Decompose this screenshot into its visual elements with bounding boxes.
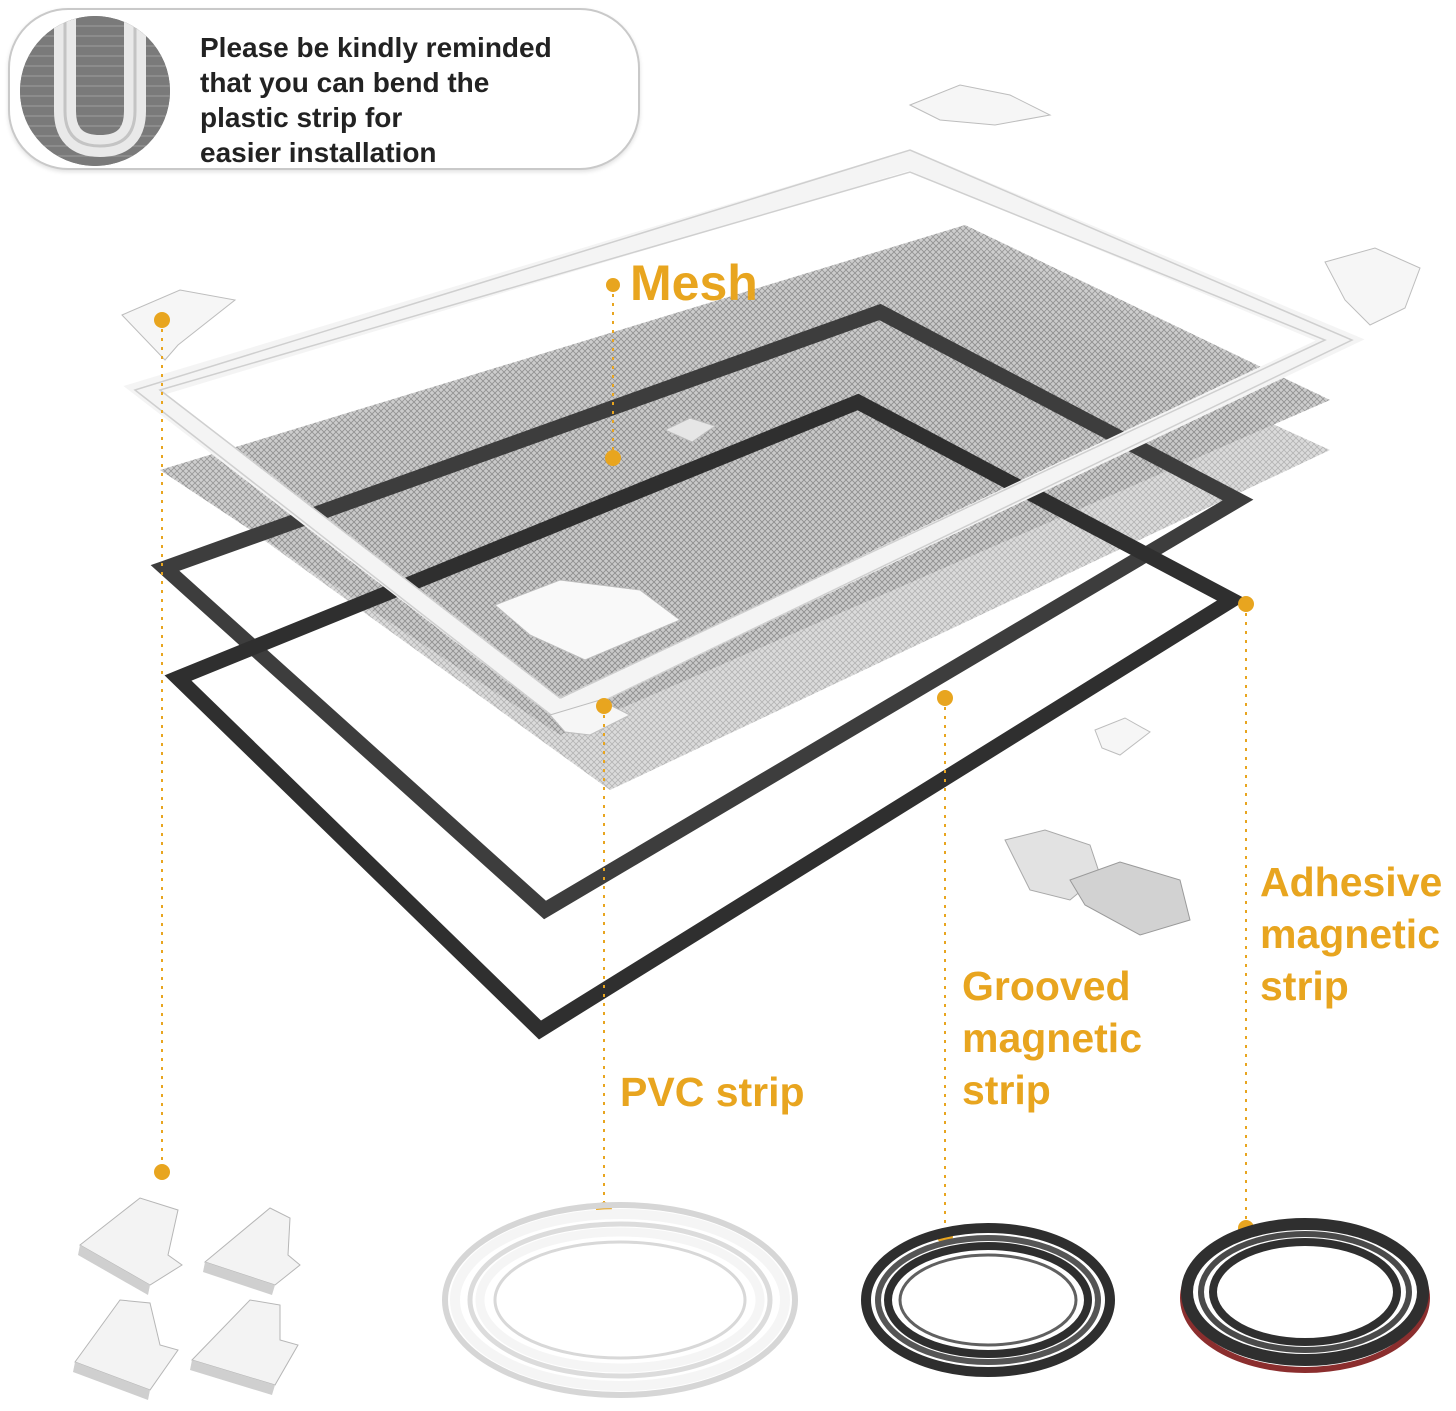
grooved-magnetic-frame bbox=[150, 303, 1254, 920]
bent-strip-icon bbox=[20, 16, 170, 166]
label-mesh: Mesh bbox=[630, 255, 758, 311]
corner-piece-2 bbox=[203, 1207, 301, 1295]
pvc-frame bbox=[123, 149, 1365, 722]
corner-piece-1 bbox=[78, 1197, 183, 1295]
adhesive-magnetic-roll-icon bbox=[1180, 1218, 1430, 1373]
pvc-roll-icon bbox=[442, 1202, 798, 1398]
corner-piece-4 bbox=[190, 1299, 299, 1395]
corner-piece-3 bbox=[73, 1299, 179, 1400]
corner-connector-icon bbox=[121, 84, 1421, 756]
leader-lines bbox=[161, 285, 1247, 1236]
adhesive-magnetic-frame bbox=[164, 393, 1248, 1040]
installation-tip-text: Please be kindly reminded that you can b… bbox=[200, 32, 552, 168]
grooved-magnetic-roll-icon bbox=[861, 1223, 1115, 1377]
label-adhesive-magnetic-strip: Adhesive magnetic strip bbox=[1260, 859, 1443, 1009]
installation-tip-callout: Please be kindly reminded that you can b… bbox=[8, 8, 640, 170]
bent-strip-photo bbox=[20, 16, 170, 166]
clip-icon bbox=[1004, 829, 1191, 936]
corner-pieces-set bbox=[73, 1197, 301, 1400]
label-grooved-magnetic-strip: Grooved magnetic strip bbox=[962, 963, 1142, 1113]
label-pvc-strip: PVC strip bbox=[620, 1069, 805, 1115]
